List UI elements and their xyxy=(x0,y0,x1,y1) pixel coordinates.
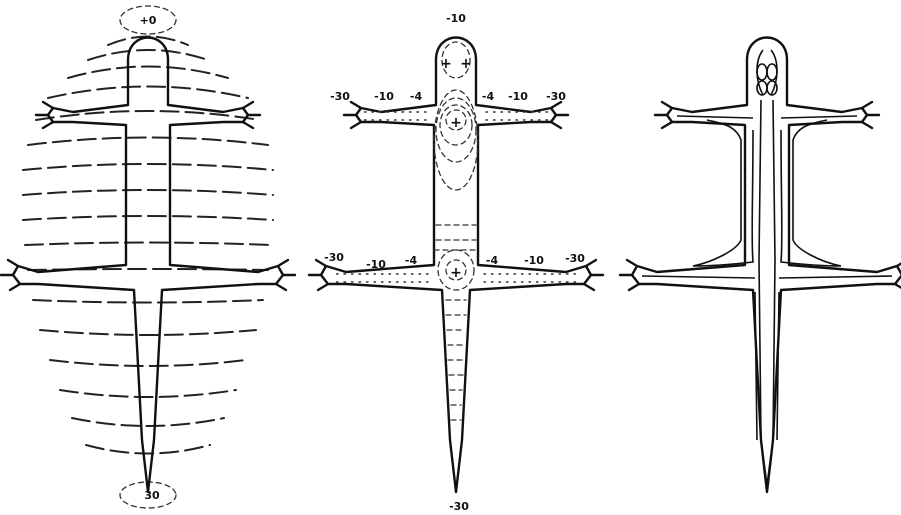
forelimb-label: -30 xyxy=(546,90,566,103)
current-flow-lines xyxy=(642,50,892,485)
plus-mark: + xyxy=(450,265,462,281)
body-outline xyxy=(13,38,283,493)
tail-label: -30 xyxy=(449,500,469,513)
forelimb-digits xyxy=(1,102,295,290)
head-label: +0 xyxy=(140,14,157,27)
right-panel xyxy=(620,38,901,493)
hindlimb-label: -30 xyxy=(324,251,344,264)
field-lines xyxy=(23,6,273,508)
forelimb-labels: -30 -10 -4 -4 -10 -30 xyxy=(330,90,566,103)
hindlimb-label: -4 xyxy=(405,254,418,267)
forelimb-label: -10 xyxy=(508,90,528,103)
plus-mark: + xyxy=(450,115,462,131)
hindlimb-label: -30 xyxy=(565,252,585,265)
plus-mark: + xyxy=(440,56,452,72)
forelimb-label: -4 xyxy=(410,90,423,103)
head-label: -10 xyxy=(446,12,466,25)
potential-contours xyxy=(331,42,581,420)
hindlimb-label: -4 xyxy=(486,254,499,267)
forelimb-label: -4 xyxy=(482,90,495,103)
forelimb-label: -10 xyxy=(374,90,394,103)
body-outline xyxy=(632,38,901,493)
tail-label: 30 xyxy=(144,489,160,502)
forelimb-label: -30 xyxy=(330,90,350,103)
hindlimb-label: -10 xyxy=(524,254,544,267)
middle-panel: + + + + -10 -30 -10 -4 -4 -10 -30 -30 -1… xyxy=(309,12,603,513)
left-panel: +0 30 xyxy=(1,6,295,508)
hindlimb-label: -10 xyxy=(366,258,386,271)
plus-mark: + xyxy=(460,56,472,72)
